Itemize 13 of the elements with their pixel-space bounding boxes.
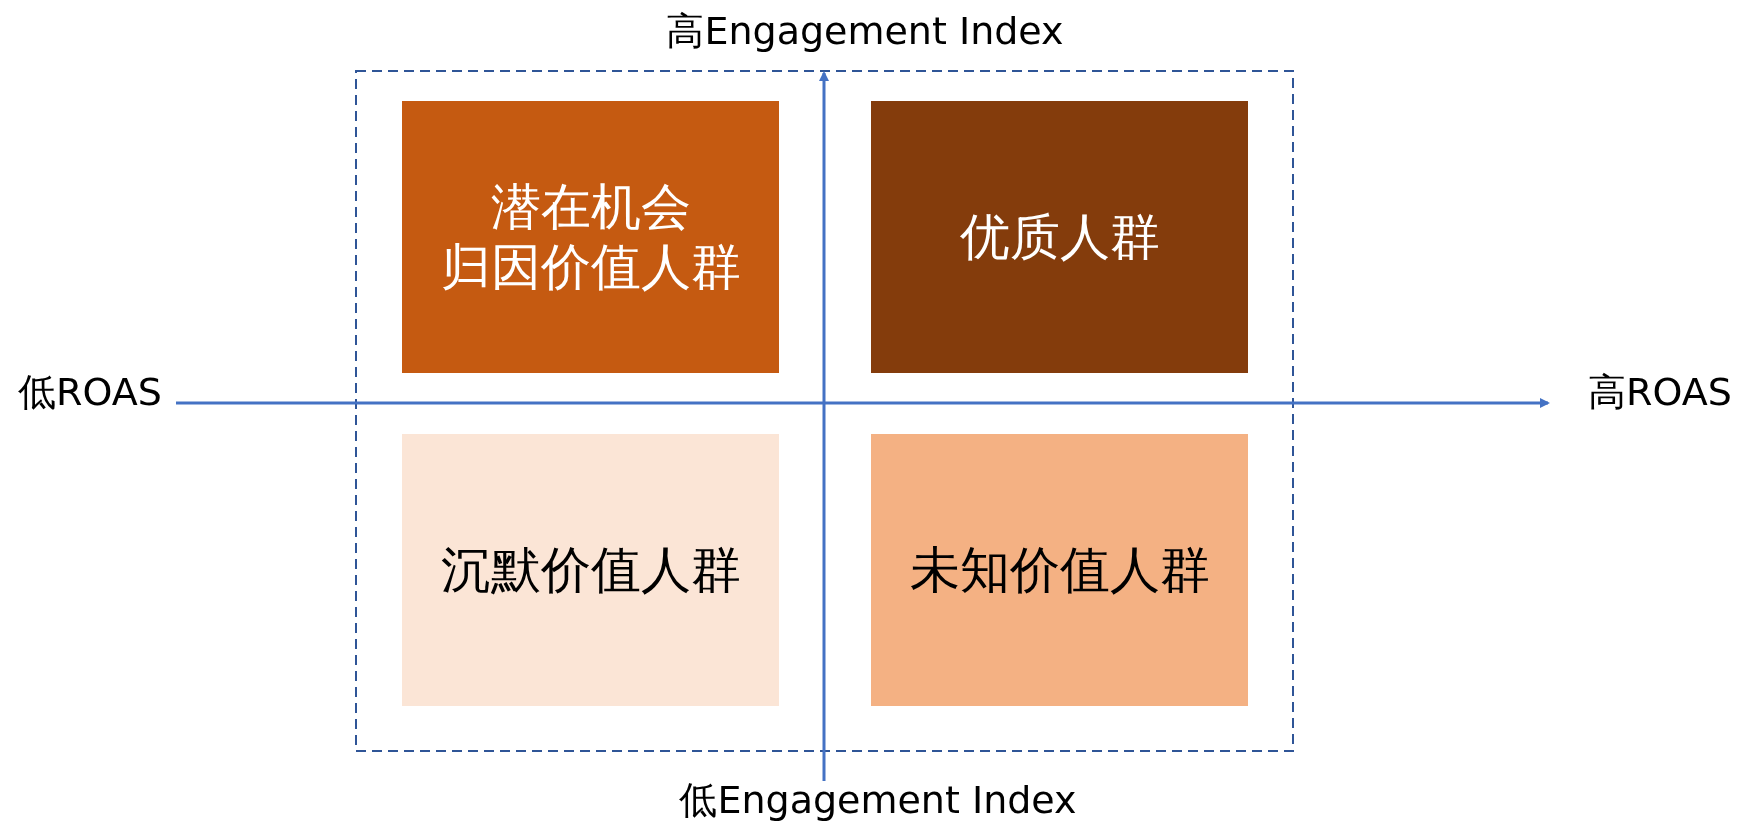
quadrant-box — [871, 434, 1248, 706]
quadrant-box — [402, 434, 779, 706]
quadrant-label: 优质人群 — [959, 207, 1160, 267]
quadrant-box — [402, 101, 779, 373]
axis-label: 高ROAS — [1588, 368, 1732, 416]
axis-label: 低Engagement Index — [679, 776, 1077, 824]
quadrant-label: 归因价值人群 — [440, 237, 741, 297]
quadrant-label: 未知价值人群 — [909, 540, 1210, 600]
axis-label: 低ROAS — [18, 368, 162, 416]
quadrant-box — [871, 101, 1248, 373]
quadrant-label: 潜在机会 — [490, 177, 691, 237]
axis-label: 高Engagement Index — [666, 7, 1064, 55]
quadrant-label: 沉默价值人群 — [440, 540, 741, 600]
